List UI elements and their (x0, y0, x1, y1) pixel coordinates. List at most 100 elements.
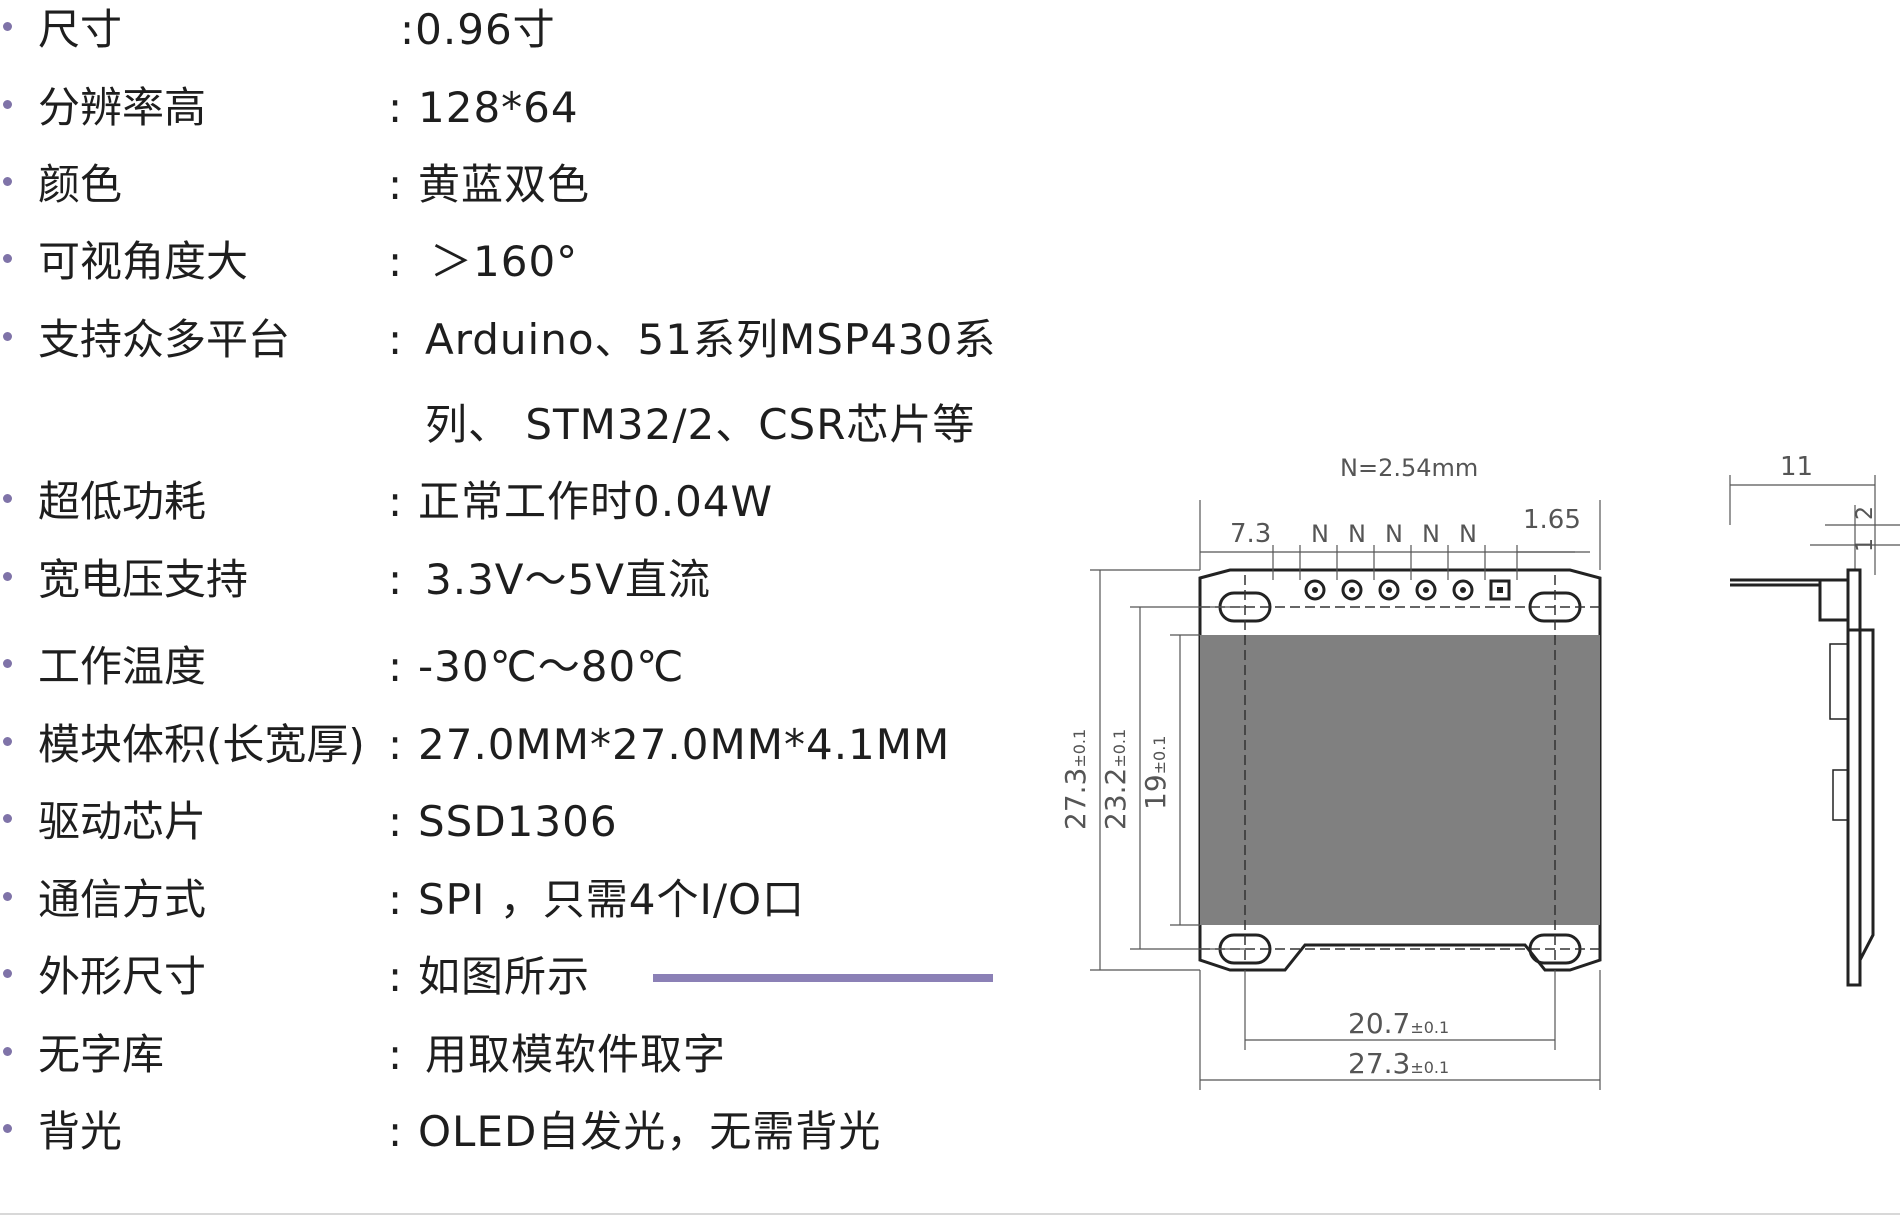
spec-row: 工作温度 : -30℃～80℃ (0, 637, 1040, 697)
spec-value: Arduino、51系列MSP430系 (425, 315, 997, 364)
spec-row-continuation: 列、 STM32/2、CSR芯片等 (0, 395, 1040, 455)
bullet-icon (3, 1124, 12, 1133)
spec-value: 列、 STM32/2、CSR芯片等 (425, 400, 976, 449)
bullet-icon (3, 22, 12, 31)
spec-value: OLED自发光，无需背光 (418, 1107, 882, 1156)
side-width-label: 11 (1780, 452, 1813, 482)
spec-colon: : (388, 160, 403, 209)
spec-row: 模块体积(长宽厚) : 27.0MM*27.0MM*4.1MM (0, 715, 1040, 775)
spec-label: 工作温度 (38, 642, 207, 691)
side-board-outline (1846, 568, 1862, 987)
spec-label: 模块体积(长宽厚) (38, 720, 365, 769)
pin-header (1304, 579, 1511, 601)
side-dim-a-label: 2 (1853, 506, 1878, 520)
pin-pitch-label: N (1311, 520, 1329, 548)
spec-colon: : (388, 237, 403, 286)
spec-label: 外形尺寸 (38, 952, 207, 1001)
spec-label: 无字库 (38, 1030, 165, 1079)
bullet-icon (3, 254, 12, 263)
spec-value: 黄蓝双色 (418, 160, 591, 209)
spec-value: 128*64 (418, 83, 579, 132)
spec-row: 背光 : OLED自发光，无需背光 (0, 1102, 1040, 1162)
spec-label: 颜色 (38, 160, 123, 209)
bullet-icon (3, 814, 12, 823)
pin-icon (1341, 579, 1363, 601)
spec-row: 分辨率高 : 128*64 (0, 78, 1040, 138)
pin-square-icon (1489, 579, 1511, 601)
spec-value: 用取模软件取字 (425, 1030, 727, 1079)
dimension-drawing: N=2.54mm 7.3 N N N N N 1.65 27.3±0.1 23.… (1059, 452, 1900, 1090)
spec-colon: : (388, 555, 403, 604)
width-inner-label: 20.7±0.1 (1348, 1007, 1449, 1040)
bullet-icon (3, 177, 12, 186)
board-outline (1198, 568, 1602, 972)
side-component (1829, 643, 1849, 720)
pin-pitch-label: N (1385, 520, 1403, 548)
spec-label: 尺寸 (38, 5, 123, 54)
dim-left-label: 7.3 (1230, 519, 1271, 549)
spec-row: 外形尺寸 : 如图所示 (0, 947, 1040, 1007)
spec-value: ＞160° (430, 237, 579, 286)
side-view: 11 2 1 (1729, 452, 1900, 987)
spec-label: 可视角度大 (38, 237, 249, 286)
spec-label: 分辨率高 (38, 83, 207, 132)
spec-row: 可视角度大 : ＞160° (0, 232, 1040, 292)
spec-value: :0.96寸 (400, 5, 556, 54)
spec-colon: : (388, 1030, 403, 1079)
pitch-label: N=2.54mm (1340, 454, 1478, 482)
spec-row: 无字库 : 用取模软件取字 (0, 1025, 1040, 1085)
spec-colon: : (388, 720, 403, 769)
height-mid-label: 23.2±0.1 (1099, 729, 1132, 830)
spec-row: 宽电压支持 : 3.3V～5V直流 (0, 550, 1040, 610)
bullet-icon (3, 332, 12, 341)
spec-row: 超低功耗 : 正常工作时0.04W (0, 472, 1040, 532)
pin-pitch-label: N (1348, 520, 1366, 548)
pin-icon (1378, 579, 1400, 601)
side-pin-housing (1818, 578, 1850, 622)
spec-label: 通信方式 (38, 875, 207, 924)
spec-colon: : (388, 83, 403, 132)
spec-colon: : (388, 952, 403, 1001)
pin-icon (1415, 579, 1437, 601)
bottom-divider (0, 1213, 1900, 1215)
spec-label: 宽电压支持 (38, 555, 249, 604)
spec-label: 驱动芯片 (38, 797, 207, 846)
spec-colon: : (388, 477, 403, 526)
spec-value: SPI ，只需4个I/O口 (418, 875, 806, 924)
spec-value: SSD1306 (418, 797, 618, 846)
side-dim-b-label: 1 (1853, 538, 1878, 552)
spec-row: 支持众多平台 : Arduino、51系列MSP430系 (0, 310, 1040, 370)
bullet-icon (3, 892, 12, 901)
spec-colon: : (388, 797, 403, 846)
accent-divider (653, 974, 993, 982)
spec-colon: : (388, 1107, 403, 1156)
bullet-icon (3, 1047, 12, 1056)
height-outer-label: 27.3±0.1 (1059, 729, 1092, 830)
pin-pitch-label: N (1459, 520, 1477, 548)
spec-value: 27.0MM*27.0MM*4.1MM (418, 720, 951, 769)
spec-row: 尺寸 :0.96寸 (0, 0, 1040, 60)
side-component (1832, 769, 1849, 821)
spec-value: 如图所示 (418, 952, 591, 1001)
side-glass-outline (1848, 628, 1875, 961)
pin-pitch-label: N (1422, 520, 1440, 548)
bullet-icon (3, 737, 12, 746)
screen-area (1200, 635, 1600, 925)
spec-colon: : (388, 315, 403, 364)
spec-list: 尺寸 :0.96寸 分辨率高 : 128*64 颜色 : 黄蓝双色 可视角度大 … (0, 0, 1040, 1162)
dim-right-label: 1.65 (1523, 505, 1581, 535)
bullet-icon (3, 659, 12, 668)
spec-label: 背光 (38, 1107, 123, 1156)
pin-icon (1452, 579, 1474, 601)
spec-value: 3.3V～5V直流 (425, 555, 711, 604)
bullet-icon (3, 100, 12, 109)
spec-value: 正常工作时0.04W (418, 477, 774, 526)
pin-icon (1304, 579, 1326, 601)
spec-label: 超低功耗 (38, 477, 207, 526)
bullet-icon (3, 494, 12, 503)
spec-row: 颜色 : 黄蓝双色 (0, 155, 1040, 215)
bullet-icon (3, 969, 12, 978)
spec-label: 支持众多平台 (38, 315, 291, 364)
spec-value: -30℃～80℃ (418, 642, 685, 691)
front-view: N=2.54mm 7.3 N N N N N 1.65 27.3±0.1 23.… (1059, 454, 1602, 1090)
